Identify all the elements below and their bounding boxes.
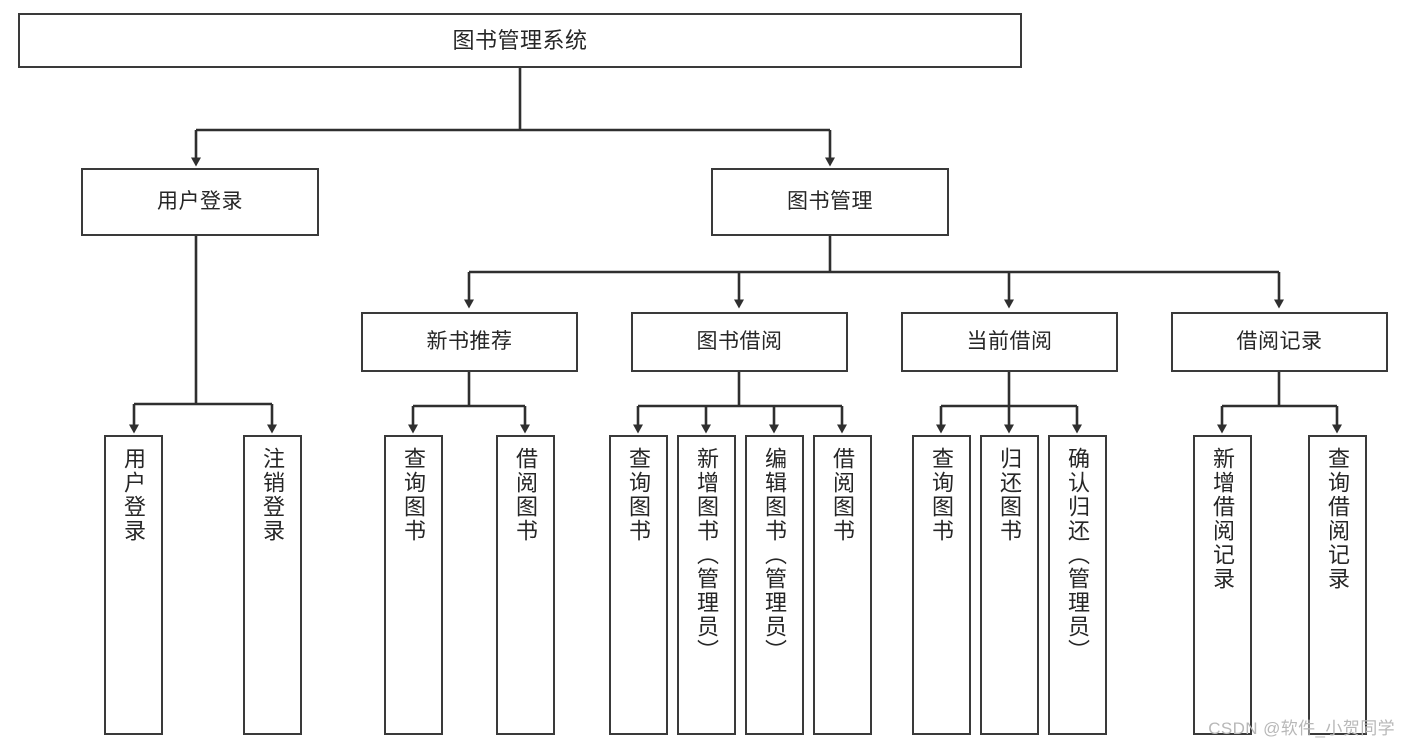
node-leaf-confirm-return-admin[interactable]: 确认归还（管理员） (1048, 435, 1107, 735)
node-label: 新书推荐 (426, 329, 513, 353)
node-leaf-query-books-recommend[interactable]: 查询图书 (384, 435, 443, 735)
node-leaf-return-books[interactable]: 归还图书 (980, 435, 1039, 735)
node-label: 查询图书 (626, 447, 652, 543)
node-label: 用户登录 (157, 189, 243, 213)
node-leaf-add-book-admin[interactable]: 新增图书（管理员） (677, 435, 736, 735)
node-leaf-query-books-borrow[interactable]: 查询图书 (609, 435, 668, 735)
node-label: 新增借阅记录 (1210, 447, 1236, 591)
node-label: 借阅图书 (513, 447, 539, 543)
node-label: 归还图书 (997, 447, 1023, 543)
node-leaf-borrow-books[interactable]: 借阅图书 (813, 435, 872, 735)
node-book-borrowing[interactable]: 图书借阅 (631, 312, 848, 372)
node-leaf-logout[interactable]: 注销登录 (243, 435, 302, 735)
node-label: 查询图书 (401, 447, 427, 543)
node-root-library-management-system[interactable]: 图书管理系统 (18, 13, 1022, 68)
node-label: 图书借阅 (696, 329, 783, 353)
node-label: 新增图书（管理员） (694, 447, 720, 663)
node-label: 借阅记录 (1236, 329, 1323, 353)
node-book-management[interactable]: 图书管理 (711, 168, 949, 236)
node-current-borrowing[interactable]: 当前借阅 (901, 312, 1118, 372)
node-label: 图书管理 (787, 189, 873, 213)
node-label: 当前借阅 (966, 329, 1053, 353)
csdn-watermark: CSDN @软件_小贺同学 (1208, 719, 1395, 738)
node-borrow-records[interactable]: 借阅记录 (1171, 312, 1388, 372)
node-leaf-add-borrow-record[interactable]: 新增借阅记录 (1193, 435, 1252, 735)
node-user-login[interactable]: 用户登录 (81, 168, 319, 236)
node-new-book-recommendation[interactable]: 新书推荐 (361, 312, 578, 372)
node-leaf-borrow-books-recommend[interactable]: 借阅图书 (496, 435, 555, 735)
node-label: 编辑图书（管理员） (762, 447, 788, 663)
node-leaf-user-login[interactable]: 用户登录 (104, 435, 163, 735)
node-label: 查询图书 (929, 447, 955, 543)
node-label: 借阅图书 (830, 447, 856, 543)
node-leaf-edit-book-admin[interactable]: 编辑图书（管理员） (745, 435, 804, 735)
node-label: 查询借阅记录 (1325, 447, 1351, 591)
node-label: 图书管理系统 (452, 27, 588, 53)
node-label: 注销登录 (260, 447, 286, 543)
node-label: 确认归还（管理员） (1065, 447, 1091, 663)
node-leaf-query-books-current[interactable]: 查询图书 (912, 435, 971, 735)
node-label: 用户登录 (121, 447, 147, 543)
node-leaf-query-borrow-record[interactable]: 查询借阅记录 (1308, 435, 1367, 735)
